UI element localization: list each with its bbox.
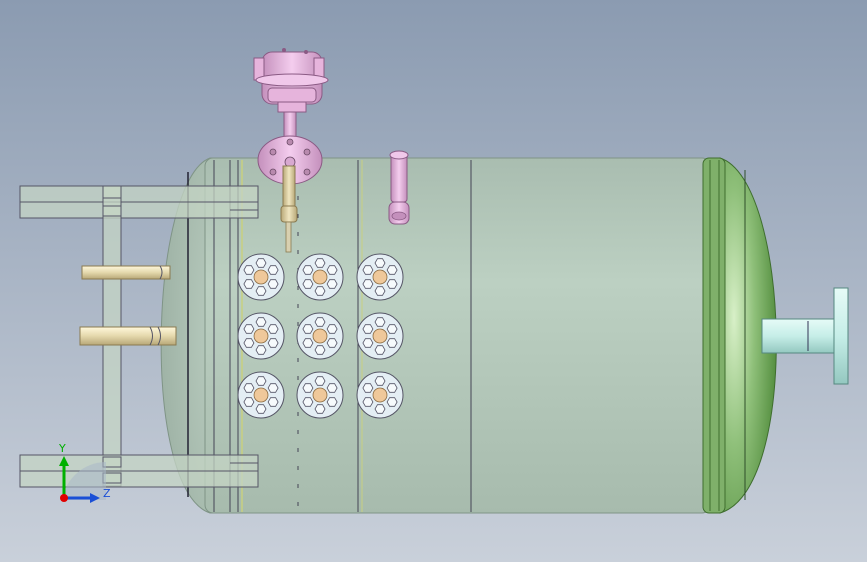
- bolt-hex: [362, 324, 374, 334]
- bolt-hex: [326, 338, 338, 348]
- bolt-hex: [255, 286, 267, 296]
- bolt-hex: [326, 383, 338, 393]
- bolt-hex: [374, 258, 386, 268]
- inspection-port[interactable]: [296, 371, 344, 419]
- bolt-hex: [302, 279, 314, 289]
- bolt-hex: [362, 338, 374, 348]
- bolt-hex: [314, 345, 326, 355]
- coordinate-triad-icon: Y Z: [58, 442, 111, 503]
- bolt-hex: [267, 383, 279, 393]
- bolt-hex: [267, 279, 279, 289]
- inspection-port-grid[interactable]: [237, 253, 404, 419]
- bolt-hex: [386, 279, 398, 289]
- inspection-port[interactable]: [356, 371, 404, 419]
- port-center: [312, 269, 328, 285]
- bolt-hex: [374, 404, 386, 414]
- inspection-port[interactable]: [237, 253, 285, 301]
- dip-tube[interactable]: [280, 165, 298, 253]
- inspection-port[interactable]: [356, 253, 404, 301]
- bolt-hex: [314, 286, 326, 296]
- left-nozzle-upper[interactable]: [81, 265, 171, 280]
- bolt-hex: [243, 265, 255, 275]
- port-center: [253, 387, 269, 403]
- bolt-hex: [302, 324, 314, 334]
- inspection-port[interactable]: [296, 312, 344, 360]
- bolt-hex: [362, 397, 374, 407]
- bolt-hex: [255, 376, 267, 386]
- y-axis-label: Y: [58, 442, 66, 455]
- frame-top-beam-lower: [19, 201, 259, 219]
- bolt-hex: [267, 324, 279, 334]
- bolt-hex: [326, 279, 338, 289]
- bolt-hex: [243, 338, 255, 348]
- inspection-port[interactable]: [296, 253, 344, 301]
- head-flange-ring: [702, 157, 726, 514]
- port-center: [372, 387, 388, 403]
- inspection-port[interactable]: [237, 371, 285, 419]
- bolt-hex: [314, 376, 326, 386]
- frame-bottom-beam-lower: [19, 470, 259, 488]
- bolt-hex: [362, 383, 374, 393]
- bolt-hex: [374, 317, 386, 327]
- bolt-hex: [243, 324, 255, 334]
- port-center: [372, 328, 388, 344]
- bolt-hex: [267, 265, 279, 275]
- bolt-hex: [314, 258, 326, 268]
- frame-bottom-beam: [19, 454, 259, 472]
- port-center: [253, 269, 269, 285]
- frame-top-beam: [19, 185, 259, 203]
- bolt-hex: [326, 324, 338, 334]
- bolt-hex: [314, 317, 326, 327]
- bolt-hex: [255, 317, 267, 327]
- bolt-hex: [302, 338, 314, 348]
- bolt-hex: [386, 265, 398, 275]
- bolt-hex: [326, 397, 338, 407]
- bolt-hex: [386, 338, 398, 348]
- port-center: [372, 269, 388, 285]
- bolt-hex: [362, 279, 374, 289]
- bolt-hex: [302, 383, 314, 393]
- bolt-hex: [302, 397, 314, 407]
- outlet-flange: [833, 287, 849, 385]
- port-center: [253, 328, 269, 344]
- bolt-hex: [386, 383, 398, 393]
- bolt-hex: [243, 397, 255, 407]
- bolt-hex: [374, 376, 386, 386]
- inspection-port[interactable]: [237, 312, 285, 360]
- bolt-hex: [267, 397, 279, 407]
- outlet-nozzle[interactable]: [761, 287, 849, 385]
- inspection-port[interactable]: [356, 312, 404, 360]
- bolt-hex: [243, 279, 255, 289]
- bolt-hex: [243, 383, 255, 393]
- bolt-hex: [326, 265, 338, 275]
- bolt-hex: [255, 404, 267, 414]
- top-nozzle[interactable]: [388, 150, 410, 225]
- bolt-hex: [255, 258, 267, 268]
- bolt-hex: [374, 286, 386, 296]
- bolt-hex: [386, 324, 398, 334]
- bolt-hex: [302, 265, 314, 275]
- z-axis-label: Z: [103, 487, 111, 500]
- bolt-hex: [386, 397, 398, 407]
- bolt-hex: [267, 338, 279, 348]
- bolt-hex: [255, 345, 267, 355]
- bolt-hex: [314, 404, 326, 414]
- port-center: [312, 387, 328, 403]
- bolt-hex: [362, 265, 374, 275]
- port-center: [312, 328, 328, 344]
- bolt-hex: [374, 345, 386, 355]
- left-nozzle-lower[interactable]: [79, 326, 177, 346]
- support-frame[interactable]: [19, 185, 259, 488]
- x-axis-dot: [60, 494, 68, 502]
